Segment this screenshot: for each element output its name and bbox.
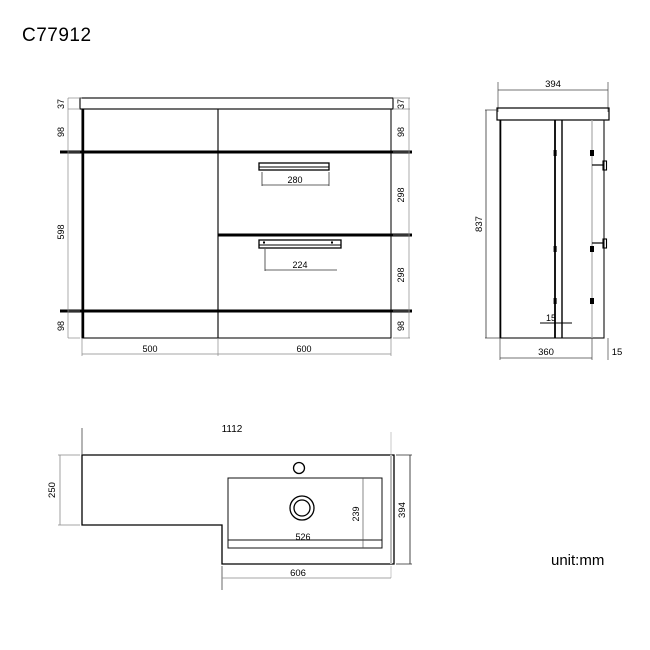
- dim-side-837: 837: [474, 216, 485, 232]
- front-handle-screw-right: [331, 241, 333, 244]
- unit-label: unit:mm: [551, 552, 605, 569]
- side-cabinet-body: [499, 119, 605, 339]
- dim-bottom-600: 600: [296, 344, 311, 354]
- side-joint-base: [553, 298, 557, 304]
- dim-side-bottom-15: 15: [612, 347, 623, 358]
- dim-side-360: 360: [538, 347, 554, 358]
- side-handle-cap-lower: [602, 238, 608, 249]
- dim-left-37: 37: [56, 99, 66, 109]
- dim-handle-224: 224: [292, 260, 307, 270]
- dim-plan-239: 239: [351, 506, 361, 521]
- dim-plan-1112: 1112: [222, 424, 243, 435]
- dim-left-598: 598: [56, 224, 66, 239]
- front-drawer-handle-lower: [258, 239, 342, 249]
- page-title: C77912: [22, 25, 92, 46]
- dim-plan-394: 394: [397, 502, 408, 518]
- dim-bottom-500: 500: [142, 344, 157, 354]
- front-handle-screw-left: [263, 241, 265, 244]
- dim-handle-280: 280: [287, 175, 302, 185]
- side-panel-nub-lower: [590, 246, 594, 252]
- plan-drain-outer: [289, 495, 315, 521]
- front-elevation-group: 280 224 37 98 598 98: [56, 97, 412, 356]
- front-cabinet-body: [81, 108, 392, 339]
- dim-side-394: 394: [545, 79, 561, 90]
- plan-basin-recess: [227, 477, 383, 549]
- plan-drain-inner: [293, 499, 311, 517]
- side-countertop: [496, 107, 610, 121]
- dim-plan-250: 250: [47, 482, 58, 498]
- dim-side-inner-15: 15: [546, 313, 556, 323]
- dim-plan-606: 606: [290, 568, 306, 579]
- plan-worktop-outline: [81, 454, 395, 565]
- dim-right-298-upper: 298: [396, 187, 406, 202]
- side-panel-nub-base: [590, 298, 594, 304]
- dim-right-37: 37: [396, 99, 406, 109]
- dim-right-98-top: 98: [396, 127, 406, 137]
- side-joint-lower: [553, 246, 557, 252]
- dim-right-298-lower: 298: [396, 267, 406, 282]
- side-handle-cap-upper: [602, 160, 608, 171]
- dim-left-98-bottom: 98: [56, 321, 66, 331]
- dim-right-98-bottom: 98: [396, 321, 406, 331]
- plan-view-group: 1112 250 394 239 526 606: [47, 424, 412, 590]
- side-panel-nub-upper: [590, 150, 594, 156]
- dim-left-98-top: 98: [56, 127, 66, 137]
- side-joint-upper: [553, 150, 557, 156]
- dim-plan-526: 526: [295, 532, 310, 542]
- side-elevation-group: 394 15: [474, 79, 622, 360]
- plan-tap-hole: [292, 461, 306, 475]
- front-countertop: [79, 97, 394, 110]
